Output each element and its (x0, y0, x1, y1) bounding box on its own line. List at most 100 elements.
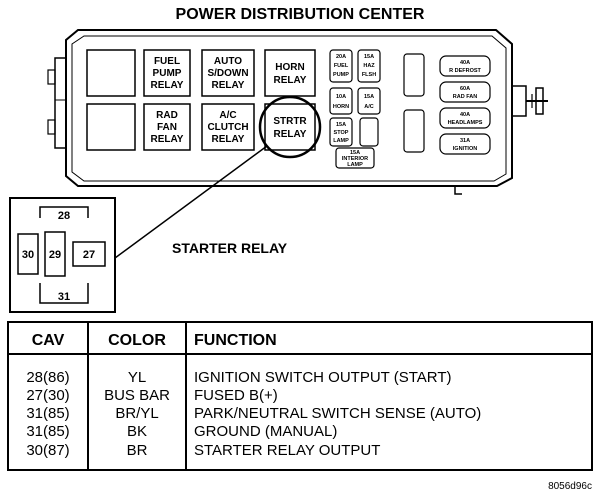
pdc-housing (47, 29, 548, 195)
table-row: 27(30) BUS BAR FUSED B(+) (26, 387, 277, 404)
svg-text:40A: 40A (460, 112, 470, 118)
header-function: FUNCTION (194, 332, 277, 349)
empty-fuse-slot-bottom (403, 109, 425, 153)
header-cav: CAV (32, 332, 65, 349)
svg-text:RELAY: RELAY (274, 75, 307, 86)
fuse-stop-lamp: 15A STOP LAMP (329, 117, 353, 147)
svg-text:PUMP: PUMP (333, 72, 349, 78)
svg-text:PUMP: PUMP (153, 68, 182, 79)
svg-text:IGNITION: IGNITION (453, 146, 477, 152)
starter-relay-pinout: 28 30 29 27 31 (9, 197, 116, 313)
svg-text:RAD FAN: RAD FAN (453, 94, 477, 100)
svg-text:20A: 20A (336, 54, 346, 60)
svg-text:27: 27 (83, 249, 95, 261)
svg-text:RELAY: RELAY (212, 80, 245, 91)
fuse-hazard-flasher: 15A HAZ FLSH (357, 49, 381, 83)
svg-text:10A: 10A (336, 94, 346, 100)
svg-text:A/C: A/C (364, 104, 374, 110)
svg-text:GROUND (MANUAL): GROUND (MANUAL) (194, 423, 337, 440)
mini-fuses: 20A FUEL PUMP 15A HAZ FLSH 10A HORN 15A … (329, 49, 381, 169)
svg-text:A/C: A/C (219, 110, 236, 121)
svg-text:HEADLAMPS: HEADLAMPS (448, 120, 483, 126)
table-row: 31(85) BK GROUND (MANUAL) (26, 423, 337, 440)
svg-text:FUEL: FUEL (154, 56, 180, 67)
svg-text:HORN: HORN (333, 104, 349, 110)
svg-text:30(87): 30(87) (26, 442, 69, 459)
svg-text:RELAY: RELAY (151, 134, 184, 145)
svg-text:BR/YL: BR/YL (115, 405, 158, 422)
svg-text:IGNITION SWITCH OUTPUT (START): IGNITION SWITCH OUTPUT (START) (194, 369, 452, 386)
svg-text:FUEL: FUEL (334, 63, 349, 69)
svg-text:15A: 15A (350, 150, 360, 156)
svg-text:R DEFROST: R DEFROST (449, 68, 481, 74)
svg-text:LAMP: LAMP (333, 138, 349, 144)
auto-shutdown-relay: AUTO S/DOWN RELAY (201, 49, 255, 97)
fuel-pump-relay: FUEL PUMP RELAY (143, 49, 191, 97)
fuse-spare-cavity (359, 117, 379, 147)
starter-relay-label: STARTER RELAY (172, 240, 288, 256)
svg-text:YL: YL (128, 369, 146, 386)
svg-text:40A: 40A (460, 60, 470, 66)
table-row: 28(86) YL IGNITION SWITCH OUTPUT (START) (26, 369, 451, 386)
fuse-fuel-pump: 20A FUEL PUMP (329, 49, 353, 83)
empty-fuse-slot-top (403, 53, 425, 97)
svg-text:BUS BAR: BUS BAR (104, 387, 170, 404)
svg-text:31A: 31A (460, 138, 470, 144)
svg-text:HORN: HORN (275, 62, 304, 73)
svg-text:28: 28 (58, 210, 70, 222)
maxi-fuse-rear-defrost: 40A R DEFROST (439, 55, 491, 77)
svg-text:RELAY: RELAY (274, 129, 307, 140)
svg-text:RAD: RAD (156, 110, 178, 121)
svg-text:RELAY: RELAY (151, 80, 184, 91)
ac-clutch-relay: A/C CLUTCH RELAY (201, 103, 255, 151)
svg-text:HAZ: HAZ (363, 63, 375, 69)
svg-text:29: 29 (49, 249, 61, 261)
svg-text:INTERIOR: INTERIOR (342, 156, 368, 162)
svg-text:60A: 60A (460, 86, 470, 92)
svg-text:15A: 15A (364, 94, 374, 100)
detail-leader-line (114, 145, 268, 259)
svg-text:CLUTCH: CLUTCH (207, 122, 248, 133)
svg-text:LAMP: LAMP (347, 162, 363, 168)
maxi-fuses: 40A R DEFROST 60A RAD FAN 40A HEADLAMPS … (439, 55, 491, 155)
figure-id: 8056d96c (548, 481, 592, 492)
svg-text:STOP: STOP (334, 130, 349, 136)
svg-text:30: 30 (22, 249, 34, 261)
svg-text:27(30): 27(30) (26, 387, 69, 404)
empty-relay-cavity-bottom (86, 103, 136, 151)
fuse-horn: 10A HORN (329, 87, 353, 115)
svg-text:BK: BK (127, 423, 147, 440)
header-color: COLOR (108, 332, 166, 349)
svg-text:15A: 15A (336, 122, 346, 128)
svg-text:FAN: FAN (157, 122, 177, 133)
empty-relay-cavity-top (86, 49, 136, 97)
cavity-table: CAV COLOR FUNCTION 28(86) YL IGNITION SW… (7, 321, 593, 471)
svg-text:AUTO: AUTO (214, 56, 242, 67)
table-row: 31(85) BR/YL PARK/NEUTRAL SWITCH SENSE (… (26, 405, 481, 422)
maxi-fuse-headlamps: 40A HEADLAMPS (439, 107, 491, 129)
svg-text:PARK/NEUTRAL SWITCH SENSE (AUT: PARK/NEUTRAL SWITCH SENSE (AUTO) (194, 405, 481, 422)
svg-text:28(86): 28(86) (26, 369, 69, 386)
horn-relay: HORN RELAY (264, 49, 316, 97)
svg-text:31(85): 31(85) (26, 405, 69, 422)
svg-text:RELAY: RELAY (212, 134, 245, 145)
fuse-ac: 15A A/C (357, 87, 381, 115)
svg-text:31(85): 31(85) (26, 423, 69, 440)
table-row: 30(87) BR STARTER RELAY OUTPUT (26, 442, 380, 459)
starter-relay-location: STRTR RELAY (258, 95, 322, 159)
svg-text:STRTR: STRTR (273, 116, 307, 127)
fuse-interior-lamp: 15A INTERIOR LAMP (335, 147, 375, 169)
svg-text:31: 31 (58, 291, 70, 303)
starter-relay-highlight-circle (258, 95, 322, 159)
rad-fan-relay: RAD FAN RELAY (143, 103, 191, 151)
diagram-title: POWER DISTRIBUTION CENTER (176, 6, 425, 23)
svg-text:BR: BR (127, 442, 148, 459)
svg-text:STARTER RELAY OUTPUT: STARTER RELAY OUTPUT (194, 442, 380, 459)
maxi-fuse-rad-fan: 60A RAD FAN (439, 81, 491, 103)
svg-text:FUSED B(+): FUSED B(+) (194, 387, 278, 404)
svg-text:15A: 15A (364, 54, 374, 60)
maxi-fuse-ignition: 31A IGNITION (439, 133, 491, 155)
svg-text:FLSH: FLSH (362, 72, 376, 78)
svg-text:S/DOWN: S/DOWN (207, 68, 248, 79)
